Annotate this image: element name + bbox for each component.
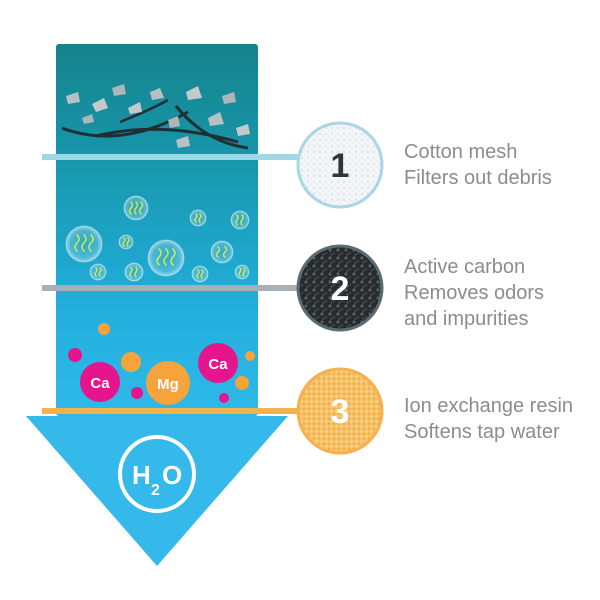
stage2-description-line1: Removes odors	[404, 282, 545, 304]
calcium-ion	[198, 343, 238, 383]
ion-label: Ca	[90, 375, 110, 392]
cotton-mesh-sample-icon: 1	[296, 121, 384, 209]
h2o-badge: H 2 O	[118, 435, 196, 513]
stage1-title: Cotton mesh	[404, 141, 518, 163]
debris-layer	[61, 84, 250, 150]
magnesium-ion	[146, 361, 190, 405]
stage-number: 3	[331, 393, 350, 431]
stage3-title: Ion exchange resin	[404, 395, 574, 417]
stage2-description-line2: and impurities	[404, 308, 529, 330]
stage-number: 1	[331, 147, 350, 185]
stage1-label: Cotton mesh Filters out debris	[404, 139, 552, 191]
stage2-label: Active carbon Removes odors and impuriti…	[404, 254, 544, 332]
stage3-description: Softens tap water	[404, 421, 560, 443]
calcium-ion	[80, 362, 120, 402]
mineral-ions: Ca Mg Ca	[68, 323, 255, 405]
h2o-tail: O	[162, 460, 182, 490]
h2o-subscript: 2	[151, 482, 160, 499]
stage2-title: Active carbon	[404, 256, 526, 278]
stage3-label: Ion exchange resin Softens tap water	[404, 393, 573, 445]
stage1-description: Filters out debris	[404, 167, 552, 189]
stage-number: 2	[331, 270, 350, 308]
ion-label: Mg	[157, 376, 179, 393]
ion-label: Ca	[208, 356, 228, 373]
flow-arrow	[26, 416, 288, 566]
h2o-main: H	[132, 460, 151, 490]
ion-resin-sample-icon: 3	[296, 367, 384, 455]
odor-wave-marks	[74, 201, 246, 279]
active-carbon-sample-icon: 2	[296, 244, 384, 332]
